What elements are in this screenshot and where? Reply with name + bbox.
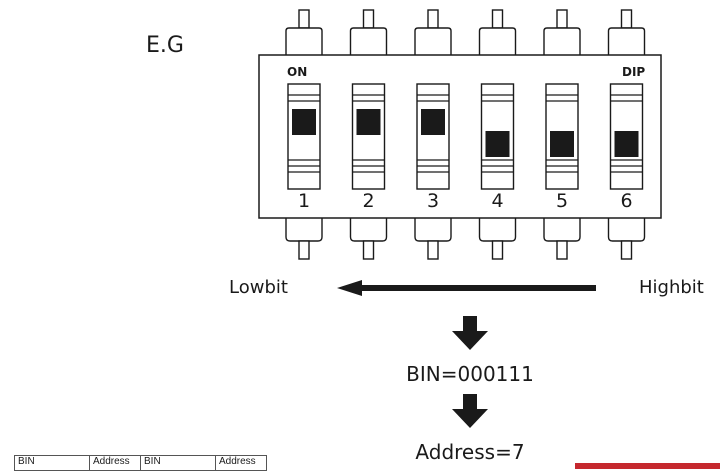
direction-arrow-icon (337, 280, 596, 296)
dip-switch-4[interactable] (480, 83, 515, 190)
dip-switch-body (258, 54, 662, 219)
bin-text: BIN=000111 (406, 362, 534, 386)
bottom-pin-4 (478, 218, 517, 260)
address-text: Address=7 (415, 440, 524, 464)
switch-knob-4 (485, 131, 510, 157)
on-label: ON (287, 65, 307, 79)
table-header-bin-2: BIN (140, 455, 216, 471)
top-pins (285, 9, 646, 55)
top-pin-3 (414, 9, 452, 55)
switch-knob-1 (292, 109, 316, 135)
down-arrow-icon-2 (452, 394, 488, 428)
switch-number-1: 1 (298, 190, 310, 212)
bottom-pin-3 (414, 218, 452, 260)
dip-label: DIP (622, 65, 645, 79)
address-table: BIN Address BIN Address (14, 455, 267, 471)
switch-number-2: 2 (362, 190, 374, 212)
lowbit-label: Lowbit (229, 277, 288, 298)
bottom-pins (285, 218, 646, 260)
table-header-address-2: Address (215, 455, 267, 471)
table-header-bin: BIN (14, 455, 90, 471)
accent-bar (575, 463, 720, 469)
bottom-pin-6 (607, 218, 646, 260)
eg-label: E.G (146, 33, 184, 58)
switch-number-6: 6 (620, 190, 632, 212)
switch-knob-5 (550, 131, 574, 157)
dip-switch-1[interactable] (287, 83, 321, 190)
switch-knob-3 (421, 109, 445, 135)
dip-switch-5[interactable] (545, 83, 579, 190)
switch-number-4: 4 (491, 190, 503, 212)
switch-group: 1 2 3 4 5 6 (287, 83, 644, 212)
top-pin-1 (285, 9, 323, 55)
switch-number-5: 5 (556, 190, 568, 212)
top-pin-2 (349, 9, 388, 55)
dip-switch-2[interactable] (351, 83, 386, 190)
switch-knob-6 (614, 131, 639, 157)
switch-number-3: 3 (427, 190, 439, 212)
table-header-address: Address (89, 455, 141, 471)
top-pin-6 (607, 9, 646, 55)
top-pin-4 (478, 9, 517, 55)
dip-switch-3[interactable] (416, 83, 450, 190)
top-pin-5 (543, 9, 581, 55)
bottom-pin-5 (543, 218, 581, 260)
bottom-pin-1 (285, 218, 323, 260)
switch-knob-2 (356, 109, 381, 135)
highbit-label: Highbit (639, 277, 704, 298)
bottom-pin-2 (349, 218, 388, 260)
down-arrow-icon (452, 316, 488, 350)
dip-switch-6[interactable] (609, 83, 644, 190)
